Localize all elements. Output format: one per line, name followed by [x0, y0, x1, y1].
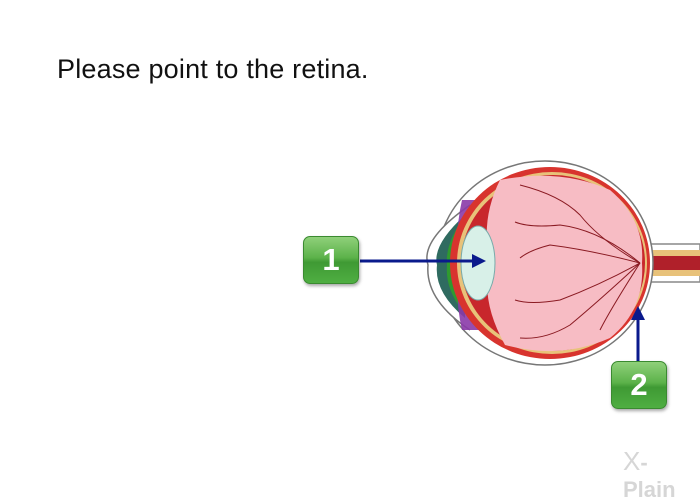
- marker-1-button[interactable]: 1: [303, 236, 359, 284]
- question-prompt: Please point to the retina.: [57, 54, 369, 84]
- arrow-1: [360, 254, 486, 268]
- eye-diagram: [360, 160, 700, 366]
- xplain-logo: X-Plain: [623, 446, 676, 502]
- vitreous: [486, 175, 643, 352]
- arrow-2: [631, 306, 645, 361]
- xplain-figure-icon: X: [623, 446, 641, 476]
- blood-vessels: [514, 184, 641, 339]
- marker-2-button[interactable]: 2: [611, 361, 667, 409]
